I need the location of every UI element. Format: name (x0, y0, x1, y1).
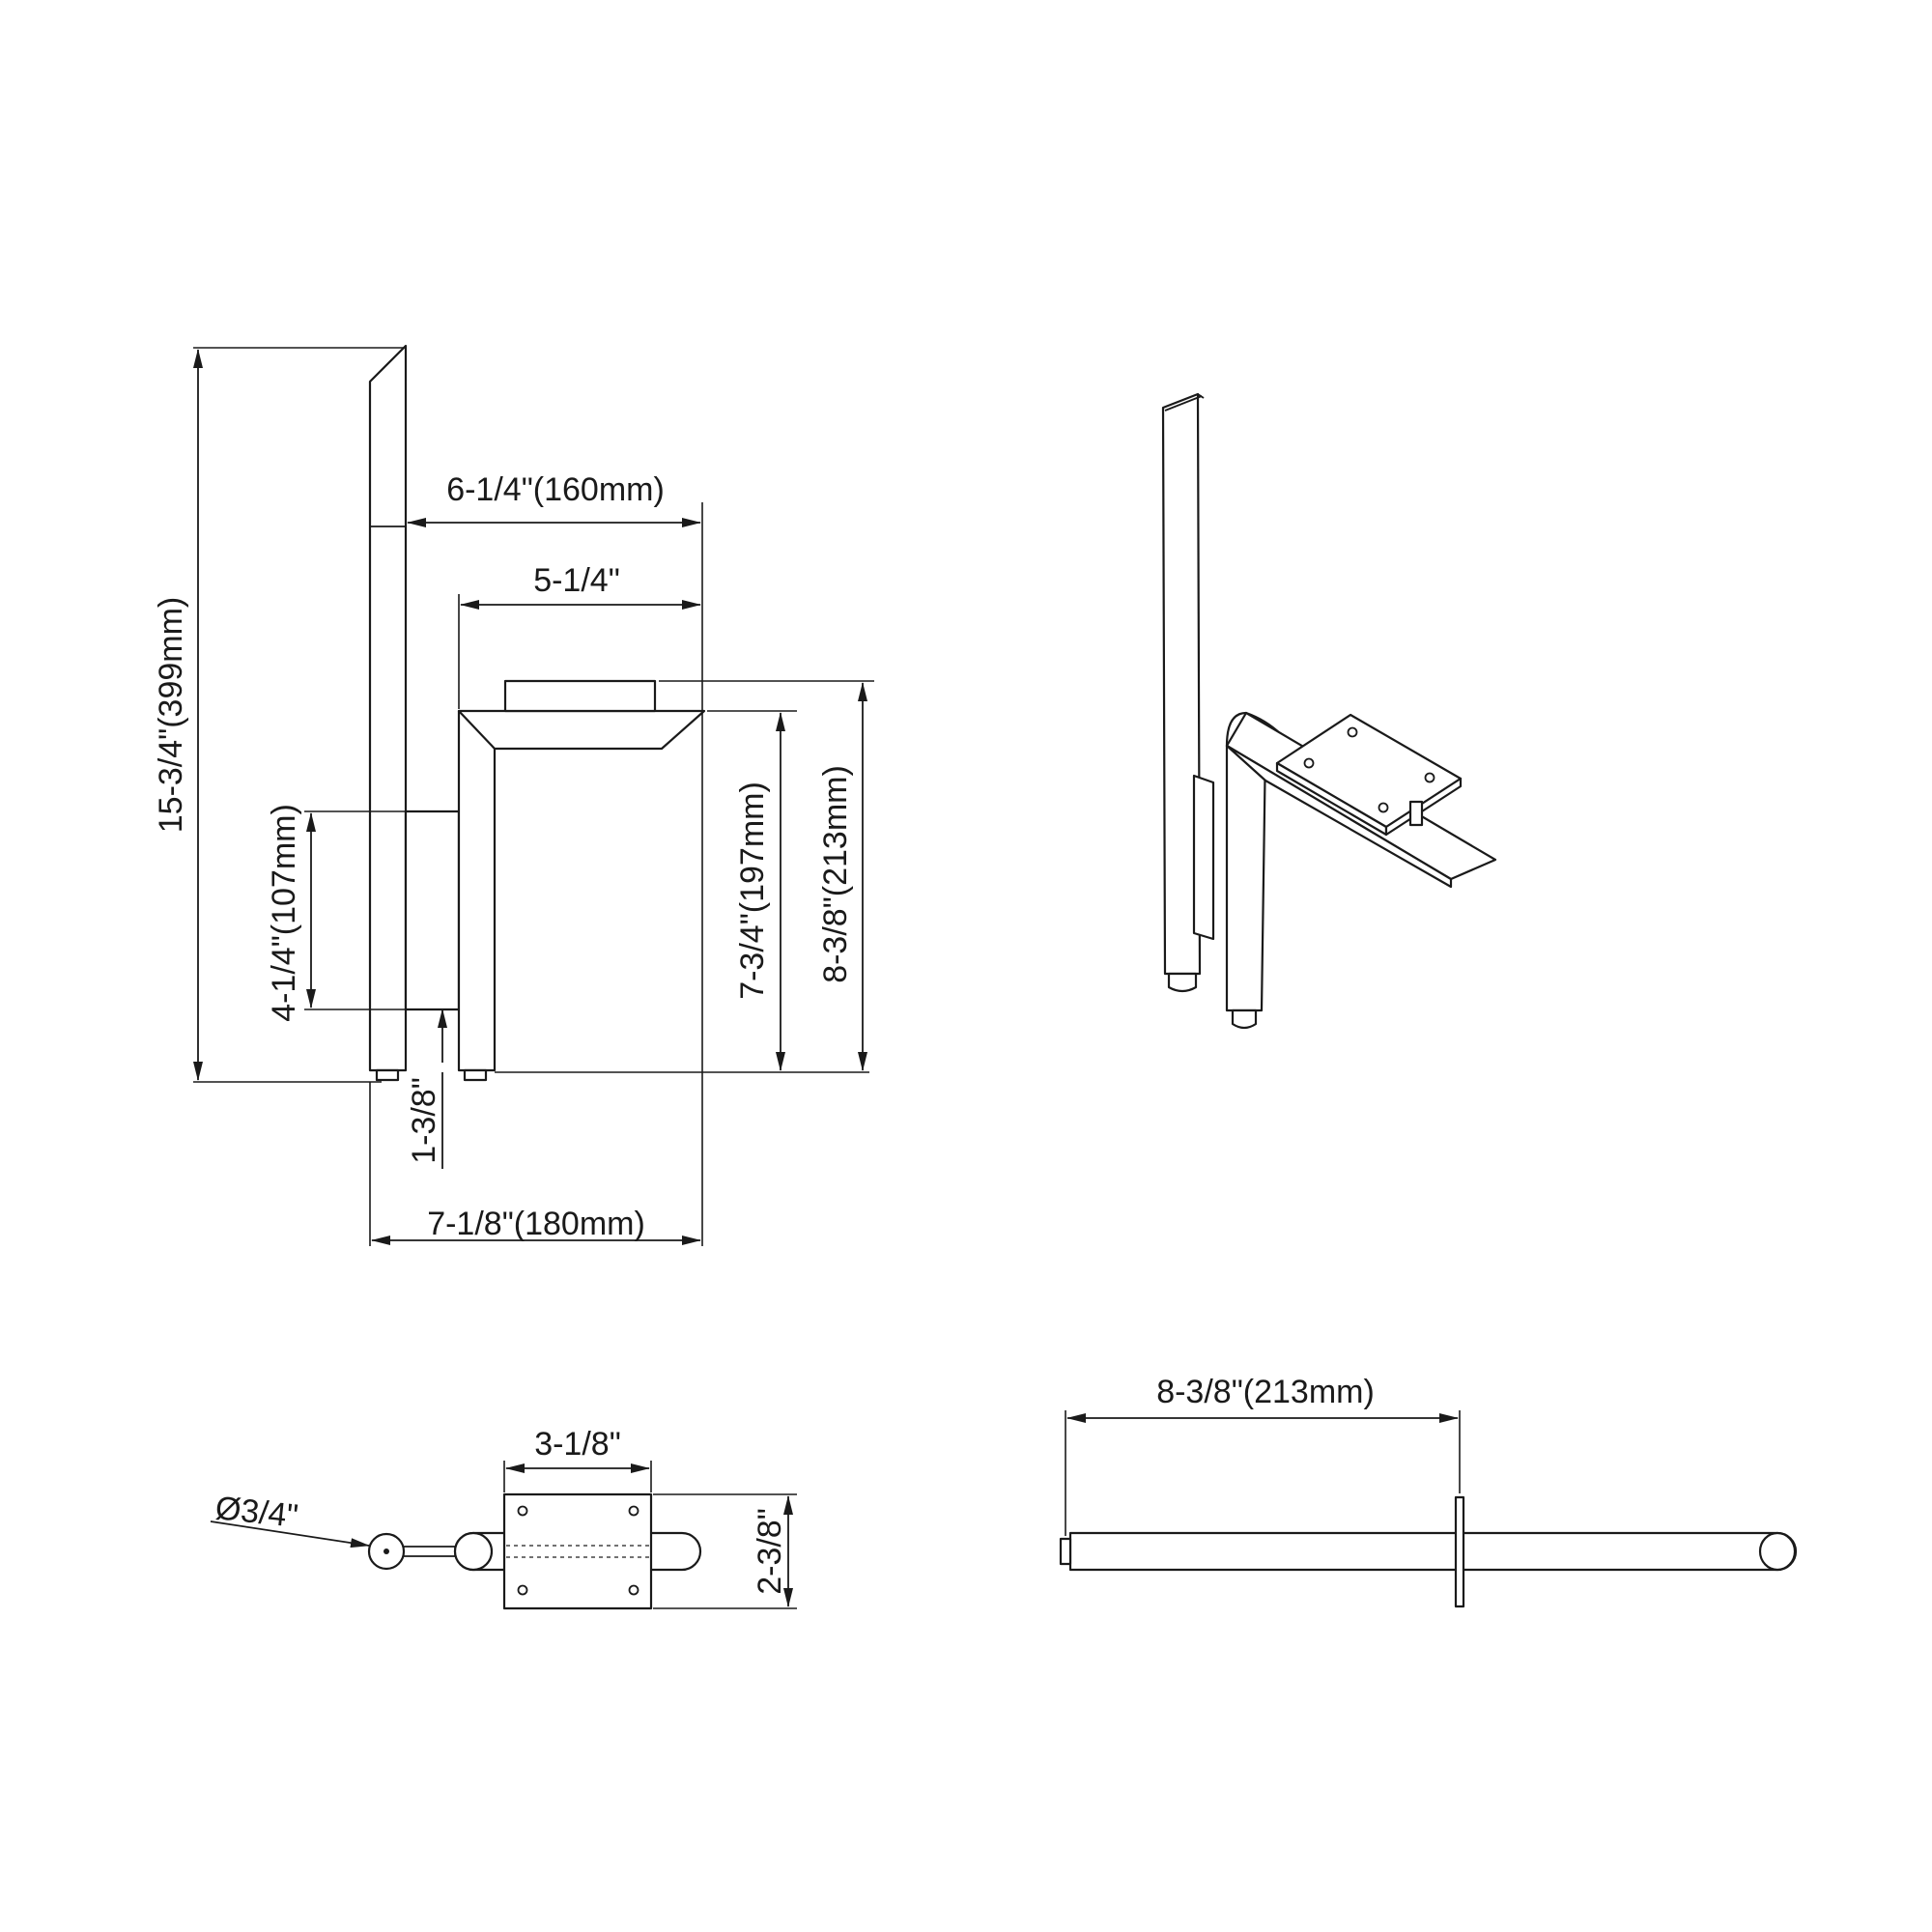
dim-backplate-height: 4-1/4"(107mm) (266, 804, 302, 1022)
dim-total-arm-height: 8-3/8"(213mm) (817, 765, 854, 983)
dim-overall-width: 7-1/8"(180mm) (427, 1206, 645, 1242)
dim-plate-height: 2-3/8" (752, 1508, 788, 1595)
dim-plate-width: 3-1/8" (534, 1426, 621, 1463)
backplate (404, 810, 461, 1011)
side-end-cap (1059, 1537, 1072, 1566)
side-plate (1454, 1495, 1465, 1608)
arm-tube (457, 709, 497, 1072)
bottom-view: Ø3/4" 3-1/8" 2-3/8" (210, 1426, 797, 1610)
iso-tall-tube-foot (1167, 972, 1198, 993)
arm-tube-foot (463, 1068, 488, 1082)
dim-arm-height: 7-3/4"(197mm) (734, 781, 771, 1000)
dim-arm-reach: 6-1/4"(160mm) (446, 471, 665, 508)
front-view: 15-3/4"(399mm) 6-1/4"(160mm) 5-1/4" 4-1/… (153, 344, 874, 1246)
iso-arm-tube-foot (1231, 1009, 1258, 1030)
iso-backplate (1192, 774, 1215, 941)
dim-bottom-offset: 1-3/8" (406, 1077, 442, 1164)
iso-arm-side (1225, 744, 1453, 889)
dim-side-depth: 8-3/8"(213mm) (1156, 1374, 1375, 1410)
bottom-plate (502, 1492, 653, 1610)
side-view: 8-3/8"(213mm) (1059, 1374, 1798, 1608)
top-plate (503, 679, 657, 713)
isometric-view (1161, 392, 1497, 1030)
arm-horizontal (457, 709, 706, 751)
side-tube (1068, 1531, 1798, 1572)
iso-top-plate (1275, 713, 1463, 829)
iso-tall-tube (1161, 392, 1202, 976)
tall-tube-foot (375, 1068, 400, 1082)
dim-overall-height: 15-3/4"(399mm) (153, 597, 189, 834)
dim-tube-diameter: Ø3/4" (213, 1490, 299, 1535)
dim-arm-inner: 5-1/4" (533, 562, 620, 599)
tall-tube (368, 344, 408, 1072)
